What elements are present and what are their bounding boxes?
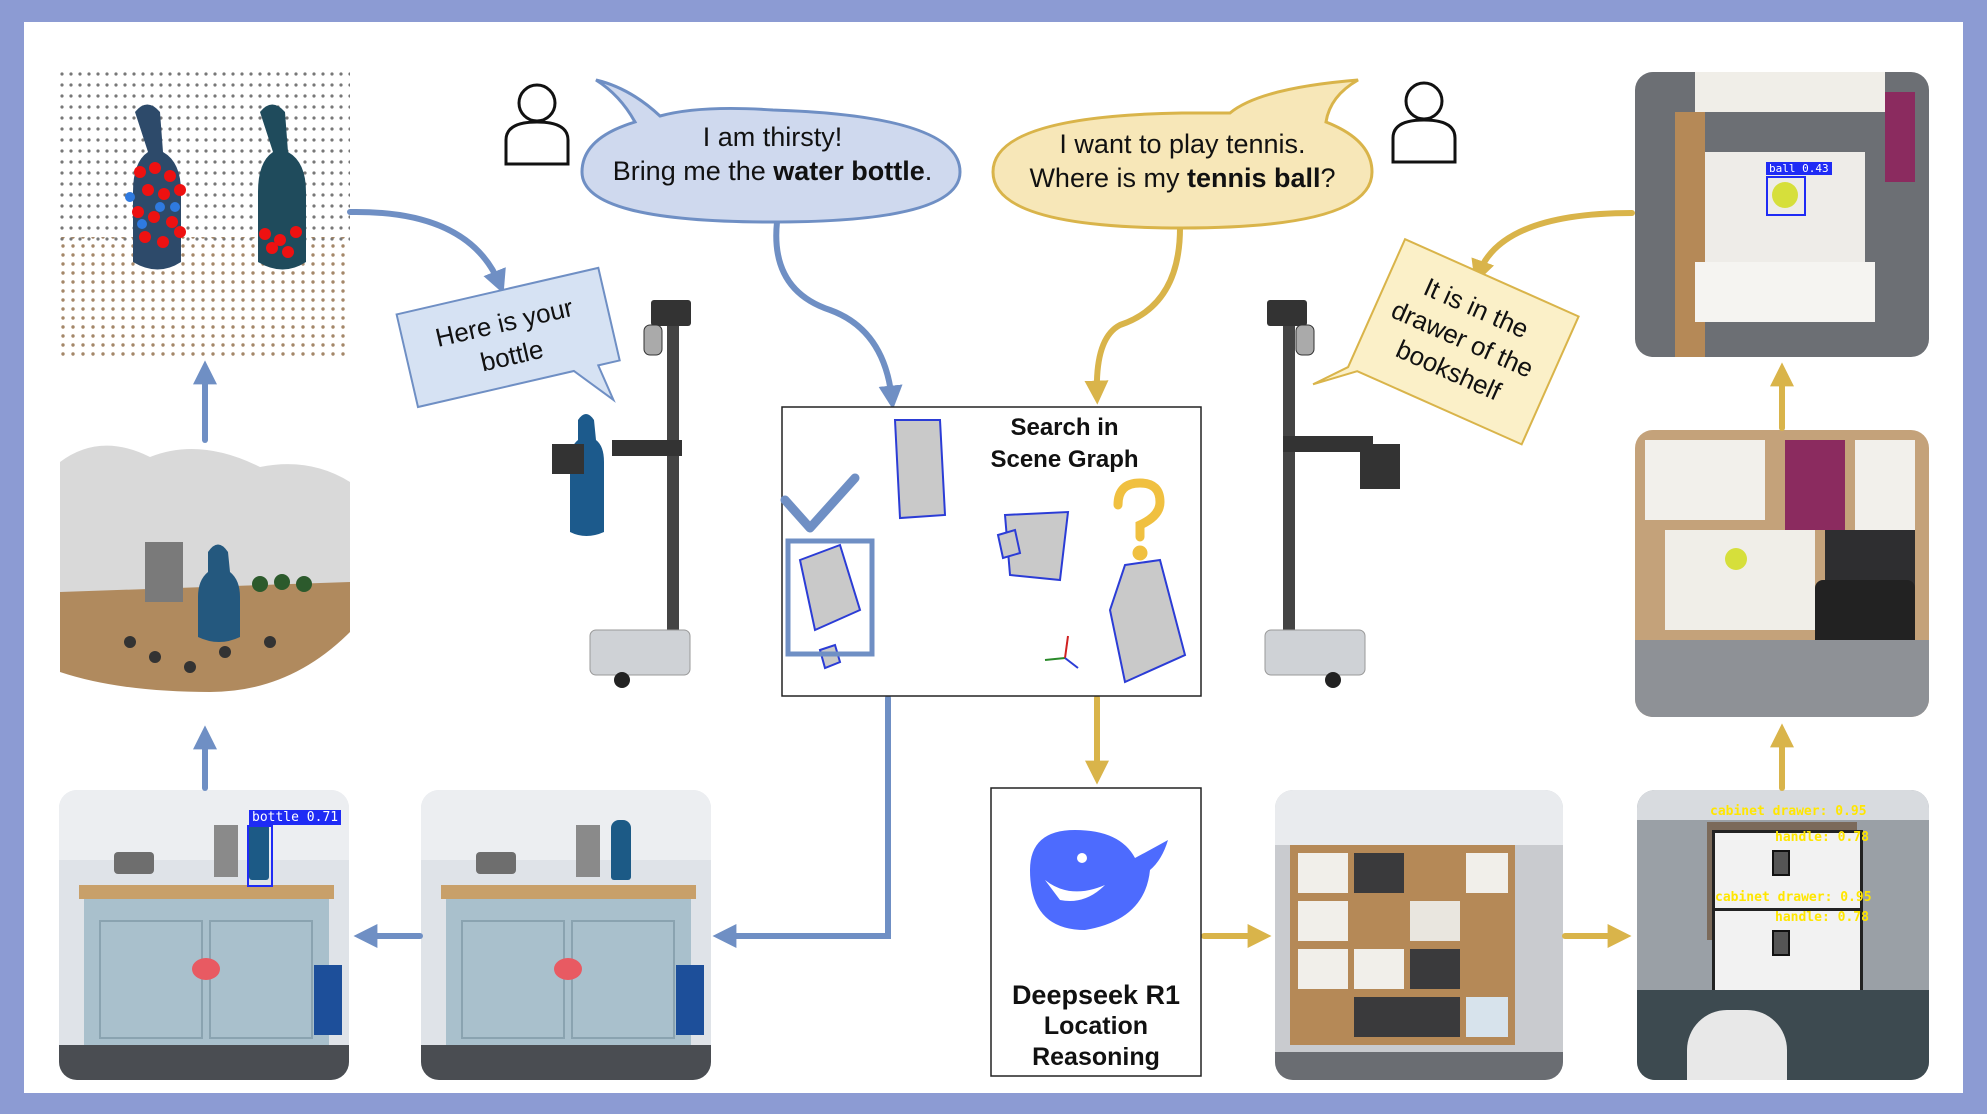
ball-bbox <box>1766 176 1806 216</box>
point-cloud-bottle-image <box>60 72 350 357</box>
robot-icon <box>552 300 691 688</box>
scene-graph-title-line2: Scene Graph <box>990 446 1139 473</box>
robot-reply-bubble-left <box>395 266 621 409</box>
point-cloud-graphic <box>60 72 350 357</box>
user-request-right: I want to play tennis. Where is my tenni… <box>1000 127 1365 195</box>
bookshelf-image <box>1275 790 1563 1080</box>
axis-gizmo-icon <box>1044 635 1079 669</box>
drawer1-detection-label: cabinet drawer: 0.95 <box>1710 804 1867 819</box>
robot-reply-bubble-right <box>1312 237 1580 446</box>
bottle-bbox <box>247 825 273 887</box>
user-icon <box>1391 81 1457 164</box>
checkmark-icon <box>780 473 860 533</box>
robot-opening-drawer-image <box>1635 430 1929 717</box>
ball-detection-label: ball 0.43 <box>1766 162 1832 175</box>
reasoning-title-line2: Location <box>1043 1012 1149 1040</box>
robot-icon <box>1264 300 1400 688</box>
reasoning-title: Deepseek R1 Location Reasoning <box>993 980 1199 1073</box>
user-speech-bubble-left <box>580 78 962 224</box>
reasoning-title-line1: Deepseek R1 <box>1011 980 1181 1010</box>
user-icon <box>504 83 570 166</box>
reasoning-title-line3: Reasoning <box>1032 1043 1160 1071</box>
scene-graph-title-line1: Search in <box>1010 414 1119 441</box>
blue-flow-arrows <box>193 208 903 948</box>
scene-reconstruction-image <box>60 442 350 707</box>
kitchen-image <box>421 790 711 1080</box>
user-request-left-line2: Bring me the water bottle. <box>612 156 933 186</box>
user-request-right-line1: I want to play tennis. <box>1059 129 1306 159</box>
whale-logo-icon <box>1030 830 1168 930</box>
open-drawer-ball-image: ball 0.43 <box>1635 72 1929 357</box>
reconstruction-graphic <box>60 445 350 692</box>
user-request-right-line2: Where is my tennis ball? <box>1029 163 1336 193</box>
kitchen-detection-image: bottle 0.71 <box>59 790 349 1080</box>
handle2-detection-label: handle: 0.78 <box>1775 910 1869 925</box>
handle1-detection-label: handle: 0.78 <box>1775 830 1869 845</box>
question-mark-icon <box>1113 478 1165 561</box>
drawer2-detection-label: cabinet drawer: 0.95 <box>1715 890 1872 905</box>
bottle-detection-label: bottle 0.71 <box>249 810 342 825</box>
drawer-detection-image: cabinet drawer: 0.95 handle: 0.78 cabine… <box>1637 790 1929 1080</box>
yellow-flow-arrows <box>1084 210 1794 948</box>
user-request-left-line1: I am thirsty! <box>702 122 843 152</box>
user-request-left: I am thirsty! Bring me the water bottle. <box>590 120 955 188</box>
selected-object-highlight <box>785 538 875 657</box>
user-speech-bubble-right <box>991 78 1374 230</box>
scene-graph-title: Search in Scene Graph <box>972 412 1157 476</box>
